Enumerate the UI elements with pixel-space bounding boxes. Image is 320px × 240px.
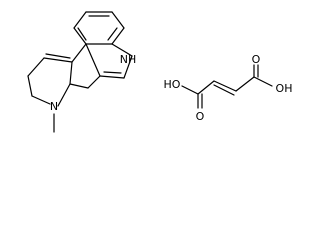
o-right-top-label: O [252, 53, 261, 66]
nh-label: NH [120, 53, 137, 66]
oh-right-label: OH [276, 82, 293, 95]
oh-left-label: HO [164, 78, 181, 91]
fumaric-acid: HO O O OH [164, 53, 293, 123]
chemical-structure: NH N HO O O OH [27, 11, 293, 133]
n-label: N [50, 100, 58, 113]
structure-canvas: NH N HO O O OH [27, 11, 293, 133]
ergoline-molecule: NH N [27, 11, 137, 133]
o-left-label: O [196, 110, 205, 123]
